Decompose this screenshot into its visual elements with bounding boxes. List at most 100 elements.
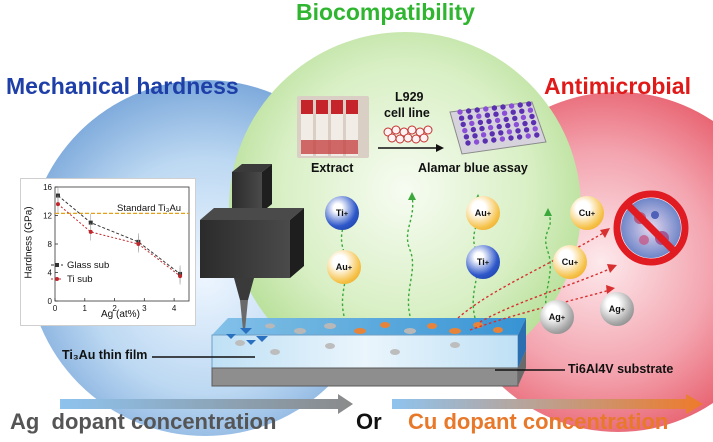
x-tick-label: 3 xyxy=(142,304,147,313)
data-point xyxy=(136,242,141,246)
well xyxy=(491,137,497,143)
well xyxy=(496,123,502,130)
data-point xyxy=(178,274,183,279)
title-antimicrobial: Antimicrobial xyxy=(544,73,691,99)
substrate-side-face xyxy=(518,350,526,386)
legend-ti: Ti sub xyxy=(67,274,93,285)
y-tick-label: 0 xyxy=(48,297,53,306)
prohibition-icon xyxy=(613,190,689,266)
well xyxy=(483,106,489,112)
well xyxy=(493,111,499,117)
cu-gradient-arrow xyxy=(392,394,703,414)
well xyxy=(506,129,513,135)
chart-xlabel: Ag (at%) xyxy=(101,309,140,320)
legend-glass: Glass sub xyxy=(67,260,110,271)
ion-au-2: Au+ xyxy=(466,196,500,230)
legend-marker-glass xyxy=(55,263,59,267)
well xyxy=(494,117,501,124)
series-line-1 xyxy=(57,195,181,275)
chart-ylabel: Hardness (GPa) xyxy=(23,206,35,279)
well-plate-image xyxy=(449,101,547,155)
well xyxy=(517,102,523,108)
well xyxy=(469,120,475,127)
well xyxy=(513,121,520,128)
well xyxy=(523,127,530,133)
cell-line-label-1: L929 xyxy=(395,90,424,104)
title-mechanical-hardness: Mechanical hardness xyxy=(6,73,239,99)
extract-label: Extract xyxy=(311,161,354,175)
indent-marks xyxy=(226,328,268,345)
well xyxy=(467,114,473,120)
well xyxy=(529,113,535,120)
well xyxy=(480,132,487,138)
well xyxy=(520,114,527,121)
well xyxy=(487,124,494,131)
well xyxy=(510,109,516,115)
well xyxy=(498,130,504,136)
well xyxy=(465,108,472,114)
title-biocompatibility: Biocompatibility xyxy=(296,0,475,25)
substrate-front-face xyxy=(211,367,519,387)
well xyxy=(500,104,506,110)
legend-marker-ti xyxy=(55,277,59,281)
well xyxy=(465,140,471,146)
well xyxy=(525,133,531,139)
well xyxy=(522,120,528,127)
well xyxy=(530,119,537,126)
data-point xyxy=(55,202,60,207)
well xyxy=(463,134,470,140)
well xyxy=(503,116,509,123)
well xyxy=(462,127,468,134)
ion-ag-2: Ag+ xyxy=(600,292,634,326)
ag-dopant-label: Ag dopant concentration xyxy=(10,409,277,434)
film-side-face xyxy=(518,318,526,368)
ion-au-1: Au+ xyxy=(327,250,361,284)
ion-ag-1: Ag+ xyxy=(540,300,574,334)
x-tick-label: 0 xyxy=(53,304,58,313)
ion-cu-2: Cu+ xyxy=(553,245,587,279)
release-arrows-red xyxy=(457,231,613,331)
well xyxy=(505,122,511,129)
y-tick-label: 12 xyxy=(43,212,52,221)
well xyxy=(491,105,498,111)
substrate-label: Ti6Al4V substrate xyxy=(568,362,674,376)
well xyxy=(486,118,492,125)
well xyxy=(460,121,466,128)
well xyxy=(482,138,488,144)
ion-ti-1: Ti+ xyxy=(325,196,359,230)
series-line-2 xyxy=(57,203,181,277)
well xyxy=(499,136,506,142)
well xyxy=(484,112,491,118)
well xyxy=(519,108,525,114)
film-front-face xyxy=(211,334,519,369)
well xyxy=(516,134,523,140)
well xyxy=(527,107,534,113)
well xyxy=(457,109,463,115)
ion-cu-1: Cu+ xyxy=(570,196,604,230)
well xyxy=(515,128,521,134)
cu-dopant-label: Cu dopant concentration xyxy=(408,409,669,434)
well xyxy=(489,131,495,137)
reference-label: Standard Ti₃Au xyxy=(117,203,182,214)
x-tick-label: 4 xyxy=(172,304,177,313)
nanoindenter xyxy=(200,164,304,330)
well xyxy=(470,126,477,133)
well xyxy=(501,110,508,116)
x-tick-label: 2 xyxy=(112,304,117,313)
cell-line-label-2: cell line xyxy=(384,106,430,120)
well xyxy=(508,135,514,141)
assay-label: Alamar blue assay xyxy=(418,161,528,175)
well xyxy=(474,107,480,113)
x-tick-label: 1 xyxy=(83,304,88,313)
well xyxy=(477,119,484,126)
extract-tubes-image xyxy=(297,96,369,158)
data-point xyxy=(88,220,93,225)
well xyxy=(476,113,482,119)
well xyxy=(526,101,532,107)
cell-cluster-icon xyxy=(383,125,433,144)
y-tick-label: 16 xyxy=(43,183,52,192)
